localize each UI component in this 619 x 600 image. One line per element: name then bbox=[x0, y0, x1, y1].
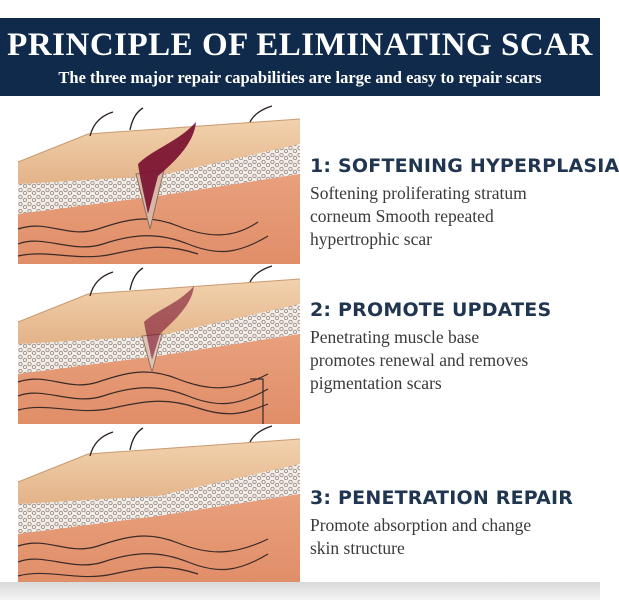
header-banner: PRINCIPLE OF ELIMINATING SCAR The three … bbox=[0, 18, 600, 96]
desc-line: Softening proliferating stratum bbox=[310, 183, 527, 203]
desc-line: corneum Smooth repeated bbox=[310, 206, 494, 226]
step-row-1: 1: SOFTENING HYPERPLASIA Softening proli… bbox=[0, 104, 619, 264]
step-heading-2: 2: PROMOTE UPDATES bbox=[310, 299, 552, 321]
step-text-2: 2: PROMOTE UPDATES Penetrating muscle ba… bbox=[310, 298, 595, 395]
desc-line: pigmentation scars bbox=[310, 373, 442, 393]
step-row-2: 2: PROMOTE UPDATES Penetrating muscle ba… bbox=[0, 264, 600, 424]
step-text-1: 1: SOFTENING HYPERPLASIA Softening proli… bbox=[310, 154, 619, 251]
step-heading-1: 1: SOFTENING HYPERPLASIA bbox=[310, 155, 619, 177]
step-description-2: Penetrating muscle base promotes renewal… bbox=[310, 326, 595, 395]
skin-cross-section-illustration-3 bbox=[17, 425, 301, 584]
page-title: PRINCIPLE OF ELIMINATING SCAR bbox=[7, 27, 593, 63]
step-text-3: 3: PENETRATION REPAIR Promote absorption… bbox=[310, 486, 595, 560]
desc-line: Penetrating muscle base bbox=[310, 327, 480, 347]
step-heading-3: 3: PENETRATION REPAIR bbox=[310, 487, 574, 509]
desc-line: Promote absorption and change bbox=[310, 515, 532, 535]
desc-line: hypertrophic scar bbox=[310, 229, 432, 249]
page-subtitle: The three major repair capabilities are … bbox=[58, 68, 542, 87]
step-row-3: 3: PENETRATION REPAIR Promote absorption… bbox=[0, 424, 600, 584]
step-description-1: Softening proliferating stratum corneum … bbox=[310, 182, 595, 251]
bottom-edge bbox=[0, 582, 600, 600]
skin-cross-section-illustration-1 bbox=[17, 105, 301, 264]
desc-line: skin structure bbox=[310, 538, 405, 558]
skin-cross-section-illustration-2 bbox=[17, 265, 301, 424]
desc-line: promotes renewal and removes bbox=[310, 350, 529, 370]
step-description-3: Promote absorption and change skin struc… bbox=[310, 514, 595, 560]
